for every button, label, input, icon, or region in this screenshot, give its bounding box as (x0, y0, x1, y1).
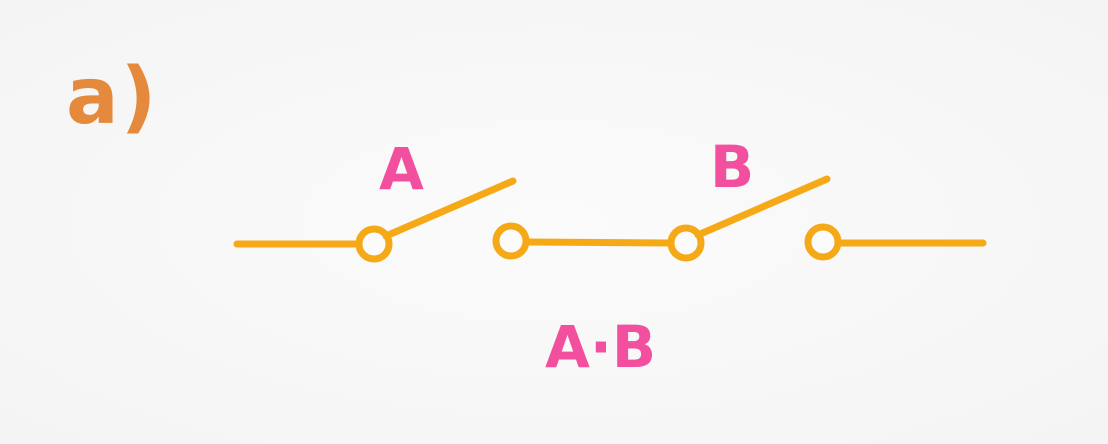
switch-a-label: A (379, 135, 424, 203)
switch-b-terminal-right (804, 223, 842, 261)
switch-a-terminal-left (355, 225, 393, 263)
switch-a-lever (382, 177, 517, 240)
and-expression-label: A·B (545, 313, 657, 381)
switch-b-lever (694, 175, 831, 239)
switch-a-terminal-right (492, 222, 530, 260)
switch-b-label: B (710, 133, 755, 201)
wire-middle (522, 238, 674, 247)
panel-label: a) (66, 52, 159, 142)
switch-b-terminal-left (667, 224, 705, 262)
